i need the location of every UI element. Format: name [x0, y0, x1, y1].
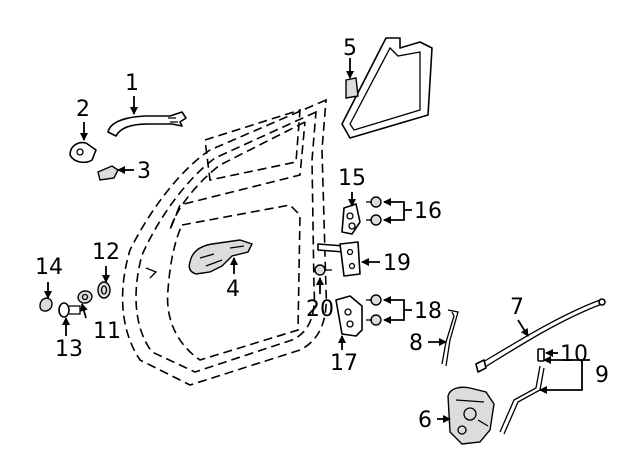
callout-20: 20 — [306, 297, 334, 322]
inside-handle-part — [188, 239, 253, 275]
screw-part — [58, 302, 81, 318]
callout-18: 18 — [414, 299, 442, 324]
callout-15: 15 — [338, 166, 366, 191]
rod-part — [441, 309, 459, 367]
callout-11: 11 — [93, 319, 121, 344]
plug-part — [39, 297, 53, 312]
callout-6: 6 — [418, 408, 432, 433]
check-strap-part — [317, 241, 361, 277]
callout-labels: 1 2 3 4 5 6 7 8 9 10 11 12 13 14 15 16 1… — [35, 36, 609, 433]
callout-1: 1 — [125, 71, 139, 96]
cable-part — [475, 298, 606, 373]
callout-8: 8 — [409, 331, 423, 356]
callout-3: 3 — [137, 159, 151, 184]
callout-9: 9 — [595, 363, 609, 388]
door-latch-part — [447, 386, 495, 445]
check-bolt-part — [314, 264, 332, 276]
bolt-pair-lower-part — [366, 294, 382, 326]
callout-13: 13 — [55, 337, 83, 362]
upper-hinge-part — [341, 203, 361, 235]
clip-part — [537, 348, 545, 362]
gasket-part — [97, 165, 119, 181]
callout-19: 19 — [383, 251, 411, 276]
handle-cap-part — [69, 141, 97, 164]
bolt-pair-upper-part — [366, 196, 382, 226]
callout-16: 16 — [414, 199, 442, 224]
callout-14: 14 — [35, 255, 63, 280]
rod-pair-part — [499, 365, 545, 435]
callout-10: 10 — [560, 342, 588, 367]
leader-lines — [44, 58, 590, 423]
bumper-part — [77, 290, 93, 304]
callout-2: 2 — [76, 97, 90, 122]
callout-4: 4 — [226, 277, 240, 302]
callout-12: 12 — [92, 240, 120, 265]
lower-hinge-part — [335, 295, 363, 337]
callout-5: 5 — [343, 36, 357, 61]
grommet-part — [97, 281, 111, 299]
door-outline — [121, 98, 328, 386]
outside-handle-part — [107, 111, 187, 137]
callout-7: 7 — [510, 295, 524, 320]
callout-17: 17 — [330, 351, 358, 376]
